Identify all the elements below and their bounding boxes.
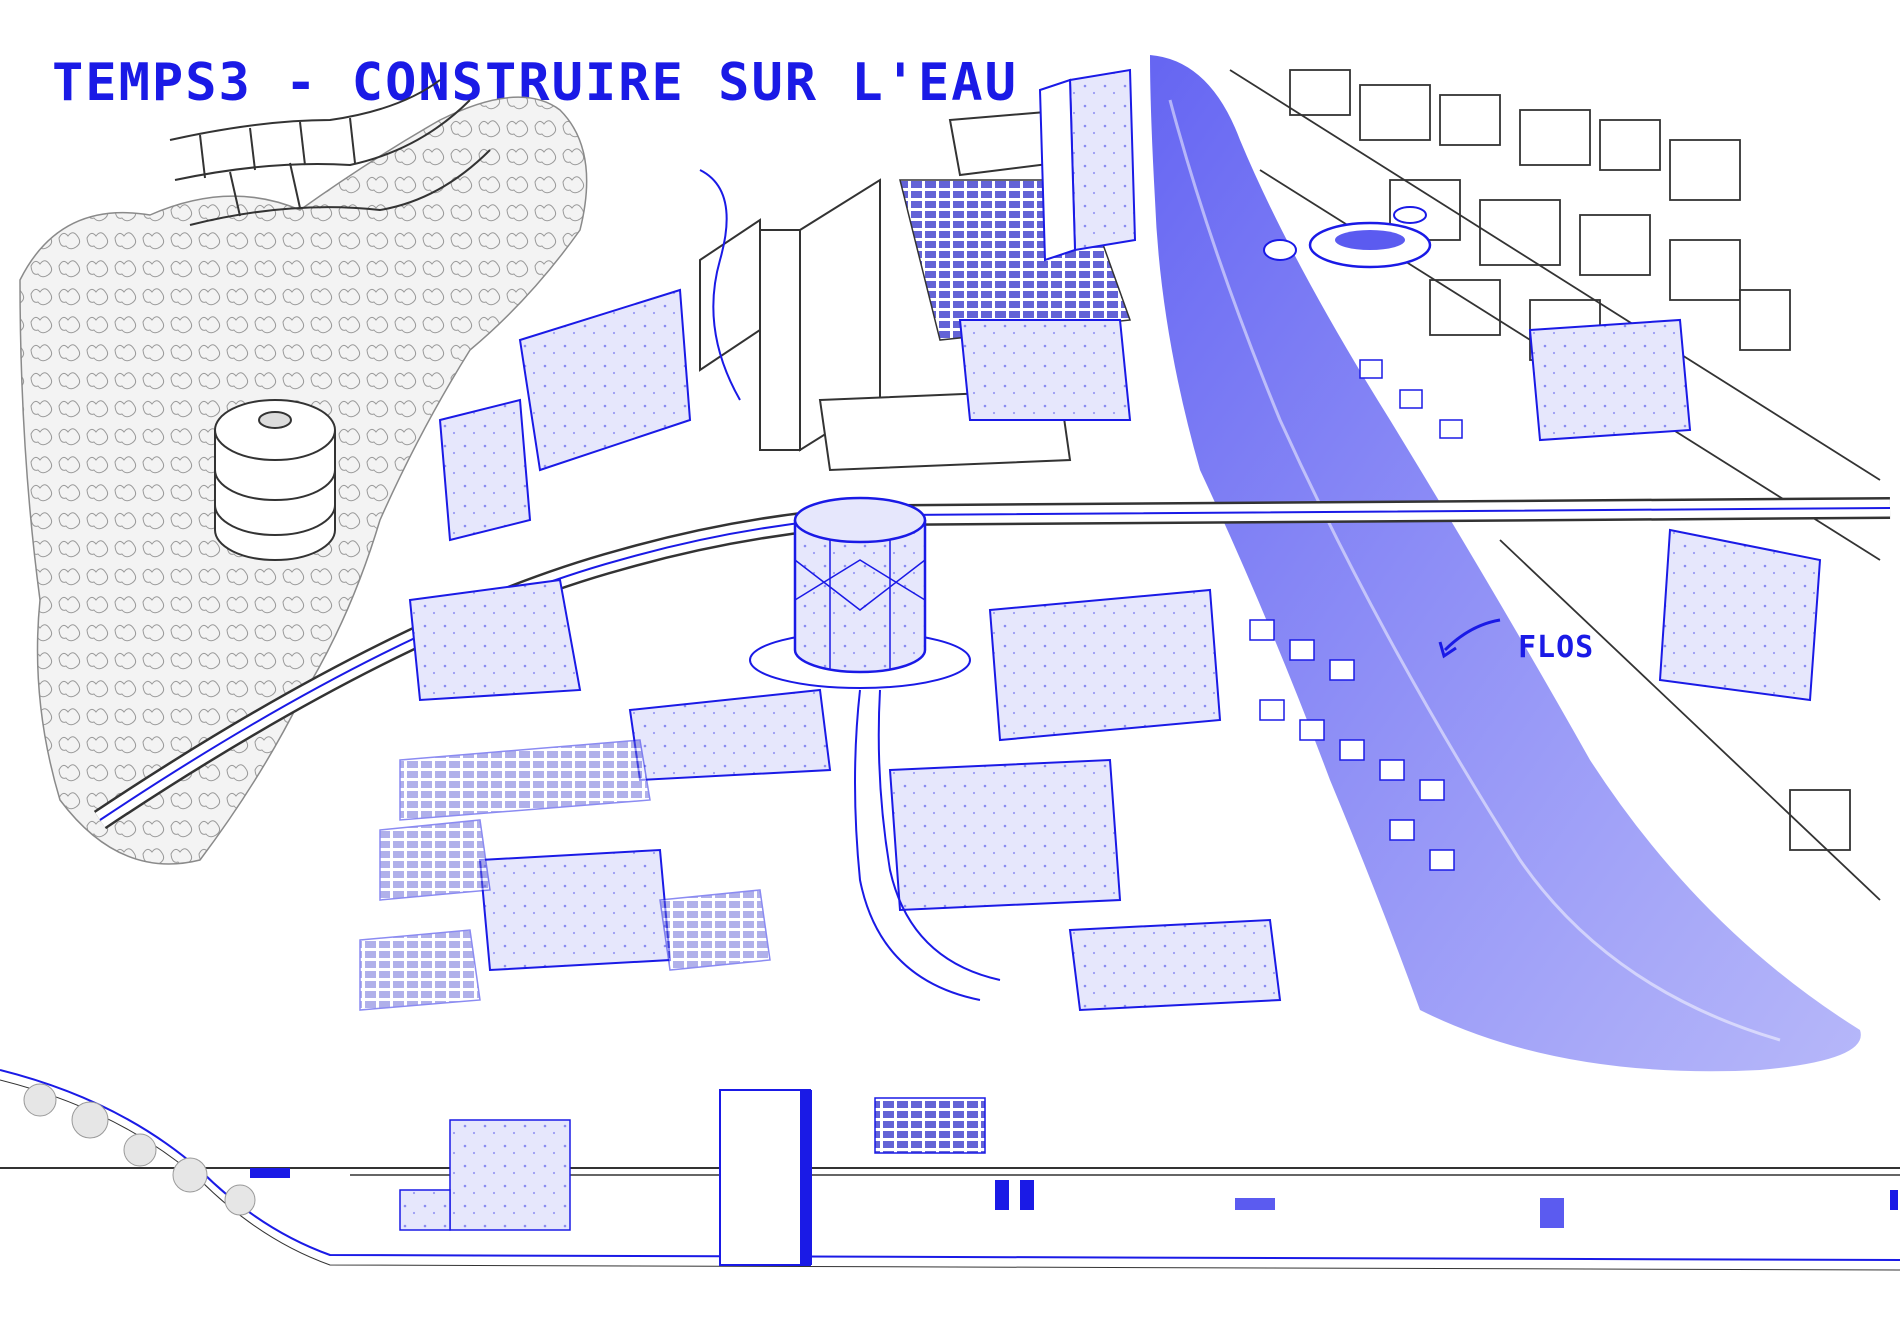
river-path [1168, 99, 1781, 1042]
annotation-arrow [1443, 618, 1501, 652]
river [1150, 55, 1861, 1072]
tower-block-top [1038, 68, 1137, 262]
annotation-arrowhead [1438, 641, 1457, 659]
floating-houses [1249, 359, 1463, 871]
aerial-vehicle [1263, 206, 1432, 269]
city-blocks [1289, 69, 1851, 851]
section-drawing [0, 1069, 1900, 1271]
central-glass-tower [749, 496, 971, 689]
terraced-fields [169, 79, 491, 226]
water-tank [214, 399, 336, 561]
curved-roads [699, 169, 1001, 1001]
greenhouses [359, 739, 771, 1011]
blue-buildings [408, 288, 1822, 1012]
annotation-label: FLOS [1518, 630, 1594, 665]
